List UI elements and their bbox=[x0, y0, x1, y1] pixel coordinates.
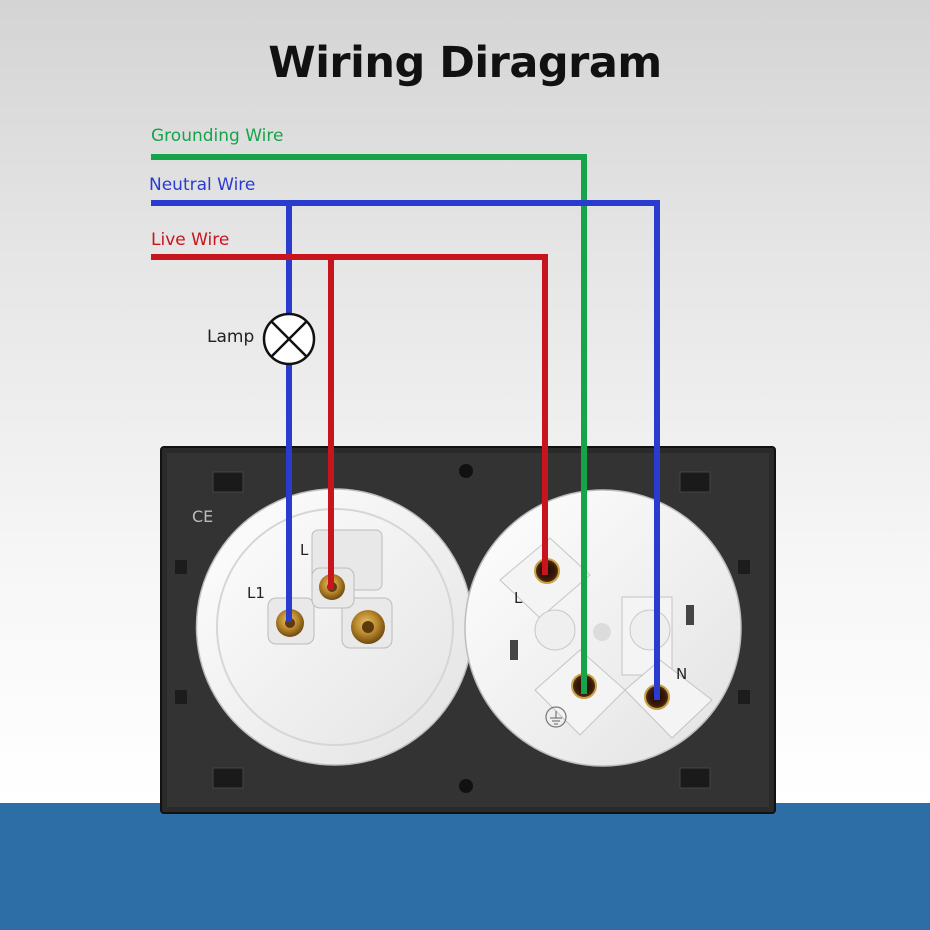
footer-band bbox=[0, 803, 930, 930]
mounting-clip bbox=[212, 767, 244, 789]
live-wire bbox=[151, 254, 548, 575]
socket-terminal-n-label: N bbox=[676, 665, 688, 683]
mounting-hole bbox=[459, 464, 473, 478]
lamp-label: Lamp bbox=[207, 327, 255, 347]
mounting-hole bbox=[459, 779, 473, 793]
lamp-icon bbox=[262, 312, 316, 366]
mounting-clip bbox=[679, 471, 711, 493]
mounting-clip bbox=[212, 471, 244, 493]
grounding-wire bbox=[151, 154, 587, 694]
live-wire-label: Live Wire bbox=[151, 230, 230, 250]
page-title: Wiring Diragram bbox=[268, 38, 662, 88]
ground-symbol-icon bbox=[545, 706, 567, 728]
neutral-wire bbox=[151, 200, 660, 700]
switch-terminal-l-label: L bbox=[300, 541, 309, 559]
ce-mark: CE bbox=[192, 507, 213, 526]
switch-terminal-l1-label: L1 bbox=[247, 584, 265, 602]
grounding-wire-label: Grounding Wire bbox=[151, 126, 284, 146]
mounting-clip bbox=[679, 767, 711, 789]
neutral-wire-label: Neutral Wire bbox=[149, 175, 256, 195]
socket-module bbox=[464, 489, 742, 767]
socket-terminal-l-label: L bbox=[514, 589, 523, 607]
switch-module: CE bbox=[192, 488, 474, 766]
